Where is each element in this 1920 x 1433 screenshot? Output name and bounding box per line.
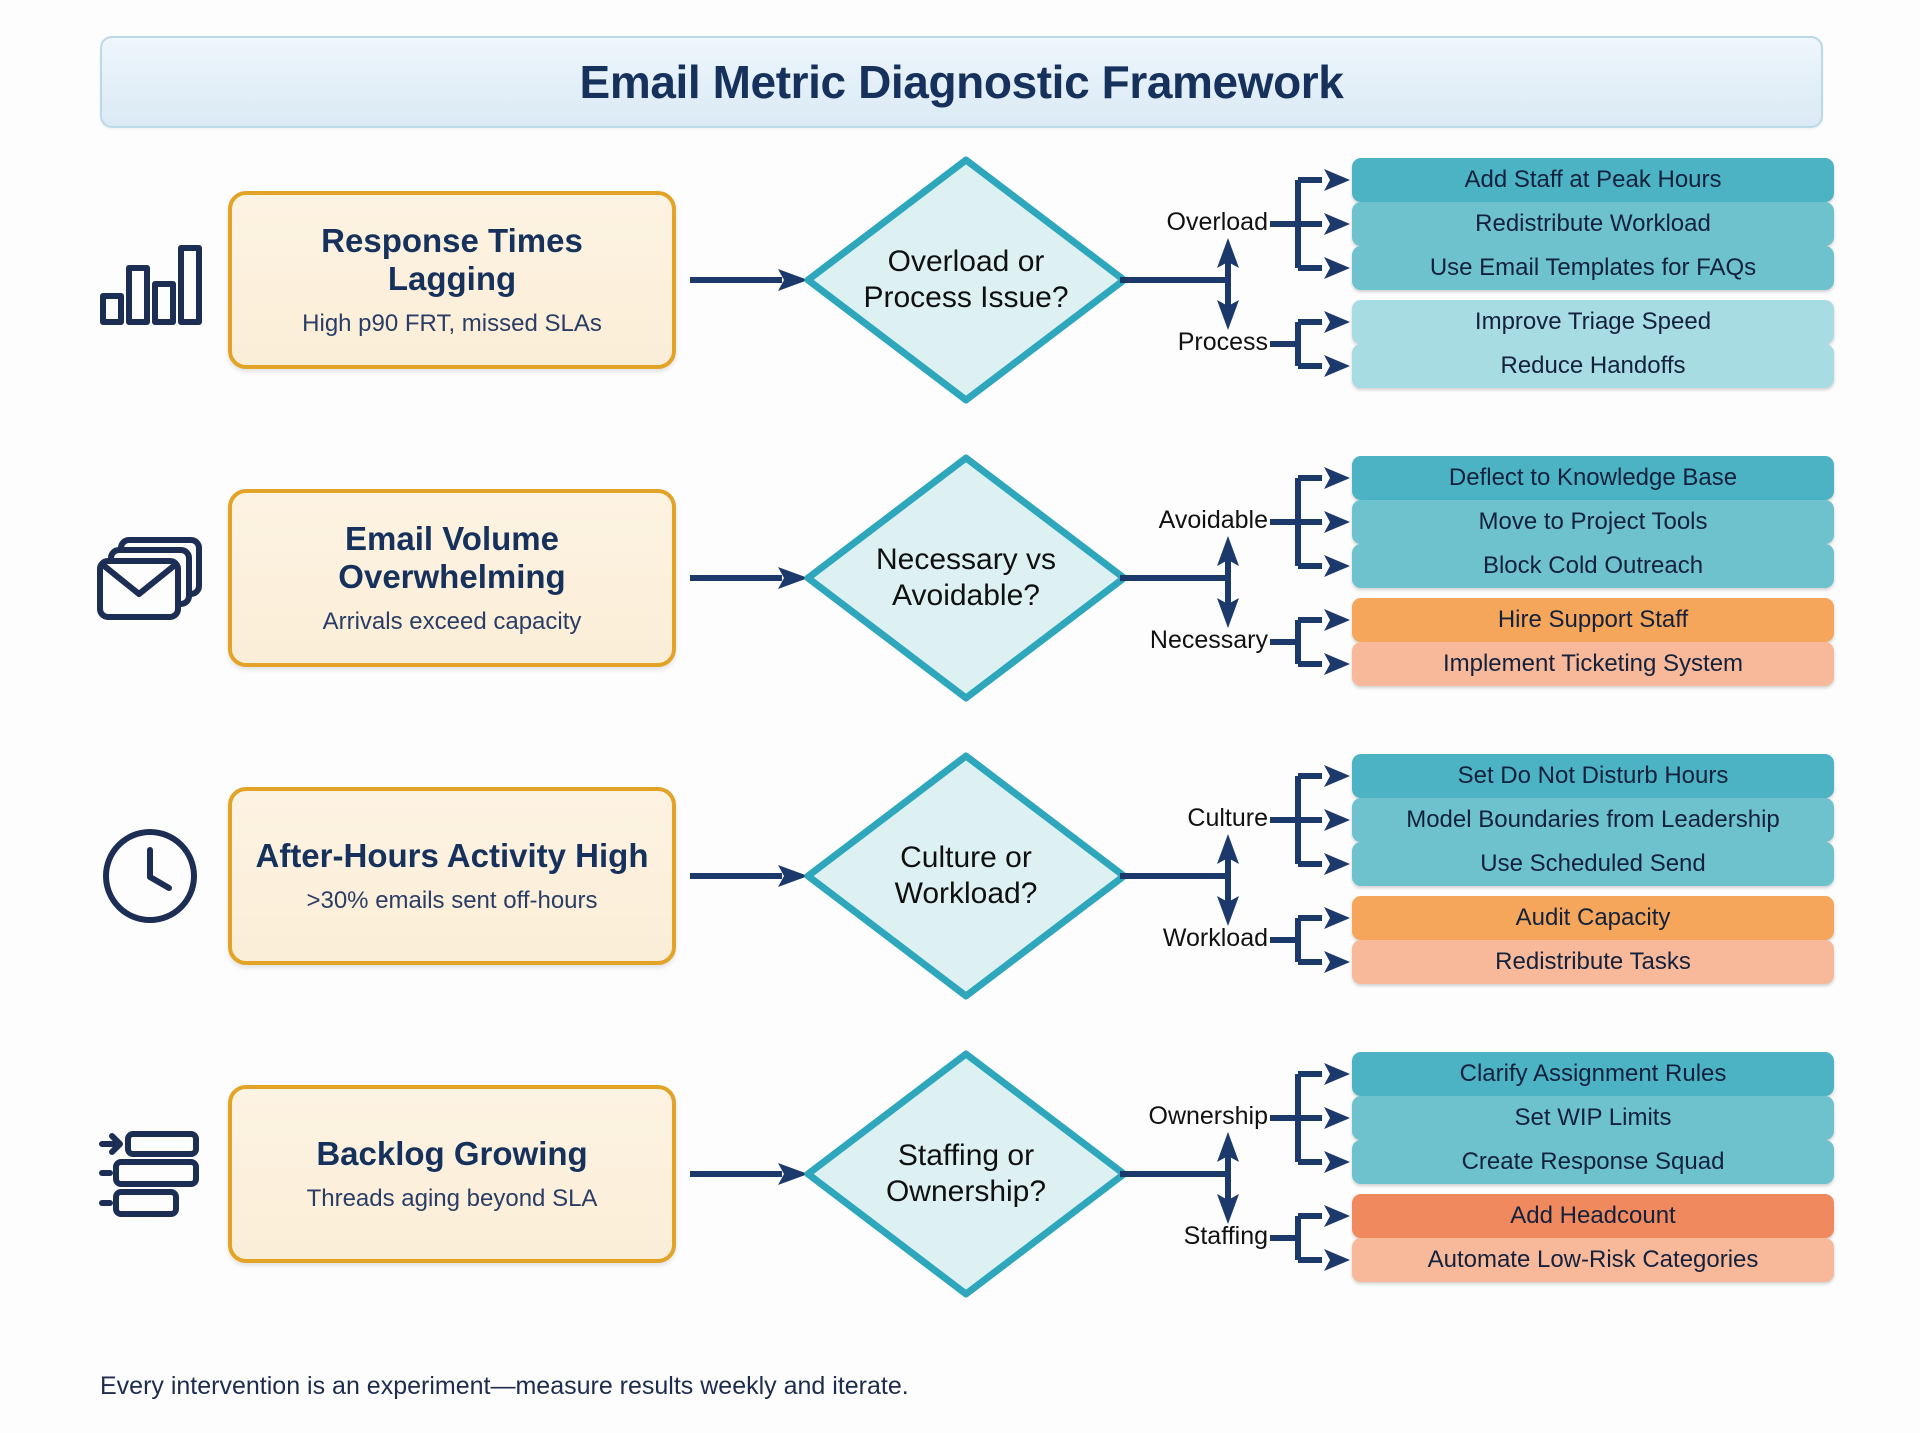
branch-label-secondary: Process	[1177, 328, 1268, 356]
branch-label-secondary: Staffing	[1183, 1222, 1268, 1250]
backlog-queue-icon	[90, 1114, 210, 1234]
action-box[interactable]: Add Staff at Peak Hours	[1352, 158, 1834, 202]
bar-chart-icon	[90, 220, 210, 340]
problem-subtitle: Threads aging beyond SLA	[306, 1185, 598, 1213]
footer-note: Every intervention is an experiment—meas…	[100, 1372, 909, 1400]
stacked-envelopes-icon	[90, 518, 210, 638]
problem-title: After-Hours Activity High	[255, 836, 649, 874]
action-box[interactable]: Improve Triage Speed	[1352, 300, 1834, 344]
action-box[interactable]: Add Headcount	[1352, 1194, 1834, 1238]
diagnostic-row: After-Hours Activity High >30% emails sen…	[0, 746, 1920, 1006]
action-box[interactable]: Use Scheduled Send	[1352, 842, 1834, 886]
action-box[interactable]: Block Cold Outreach	[1352, 544, 1834, 588]
action-box[interactable]: Move to Project Tools	[1352, 500, 1834, 544]
action-box[interactable]: Hire Support Staff	[1352, 598, 1834, 642]
action-box[interactable]: Model Boundaries from Leadership	[1352, 798, 1834, 842]
action-box[interactable]: Create Response Squad	[1352, 1140, 1834, 1184]
action-box[interactable]: Automate Low-Risk Categories	[1352, 1238, 1834, 1282]
problem-subtitle: High p90 FRT, missed SLAs	[302, 310, 602, 338]
action-box[interactable]: Clarify Assignment Rules	[1352, 1052, 1834, 1096]
action-box[interactable]: Deflect to Knowledge Base	[1352, 456, 1834, 500]
arrow-card-to-decision	[690, 269, 808, 291]
arrow-card-to-decision	[690, 865, 808, 887]
problem-subtitle: >30% emails sent off-hours	[306, 887, 598, 915]
branch-label-primary: Avoidable	[1158, 506, 1268, 534]
page-title: Email Metric Diagnostic Framework	[579, 56, 1344, 108]
branch-label-secondary: Workload	[1162, 924, 1268, 952]
action-box[interactable]: Set Do Not Disturb Hours	[1352, 754, 1834, 798]
action-box[interactable]: Reduce Handoffs	[1352, 344, 1834, 388]
problem-card[interactable]: After-Hours Activity High >30% emails sen…	[228, 787, 676, 965]
branch-label-primary: Ownership	[1148, 1102, 1269, 1130]
arrow-card-to-decision	[690, 1163, 808, 1185]
branch-label-primary: Overload	[1166, 208, 1268, 236]
clock-icon	[90, 816, 210, 936]
action-box[interactable]: Set WIP Limits	[1352, 1096, 1834, 1140]
branch-connectors	[1120, 1044, 1360, 1304]
action-box[interactable]: Implement Ticketing System	[1352, 642, 1834, 686]
branch-connectors	[1120, 448, 1360, 708]
action-box[interactable]: Redistribute Tasks	[1352, 940, 1834, 984]
branch-label-secondary: Necessary	[1149, 626, 1268, 654]
action-box[interactable]: Redistribute Workload	[1352, 202, 1834, 246]
title-banner: Email Metric Diagnostic Framework	[100, 36, 1823, 128]
problem-title: Response Times Lagging	[321, 221, 583, 297]
action-box[interactable]: Audit Capacity	[1352, 896, 1834, 940]
arrow-card-to-decision	[690, 567, 808, 589]
branch-connectors	[1120, 746, 1360, 1006]
action-box[interactable]: Use Email Templates for FAQs	[1352, 246, 1834, 290]
branch-label-primary: Culture	[1187, 804, 1268, 832]
branch-connectors	[1120, 150, 1360, 410]
problem-title: Email Volume Overwhelming	[338, 519, 566, 595]
problem-title: Backlog Growing	[316, 1134, 588, 1172]
problem-subtitle: Arrivals exceed capacity	[322, 608, 582, 636]
